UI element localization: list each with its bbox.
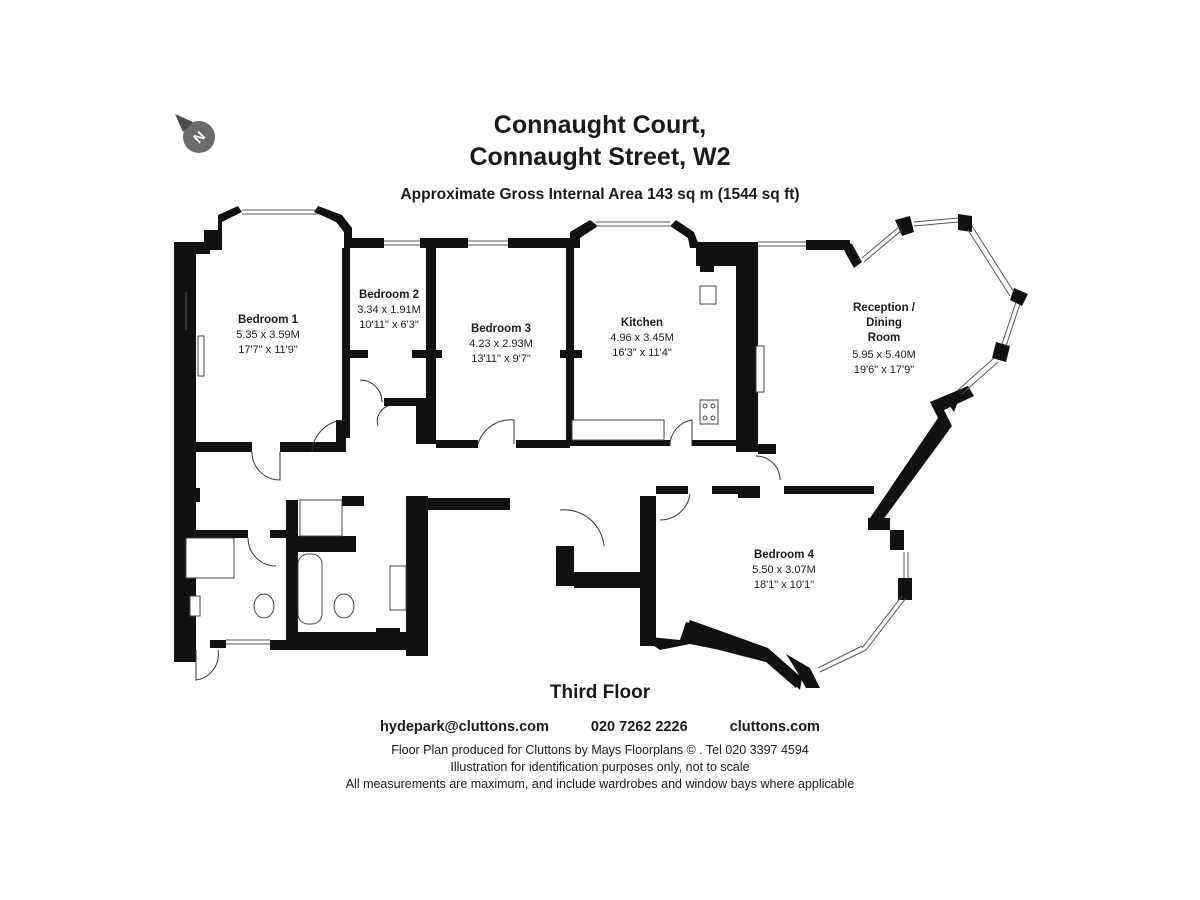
room-name-bedroom-2: Bedroom 2 (359, 289, 419, 301)
room-metric-kitchen: 4.96 x 3.45M (610, 332, 674, 344)
bath-icon (297, 553, 323, 625)
room-metric-bedroom-2: 3.34 x 1.91M (357, 304, 421, 316)
sink-icon (699, 285, 717, 305)
note-producer: Floor Plan produced for Cluttons by Mays… (391, 743, 809, 757)
kitchen-counter (571, 419, 665, 441)
hob-icon (699, 399, 719, 425)
title-line-1: Connaught Court, (493, 111, 707, 139)
room-imperial-bedroom-3: 13'11" x 9'7" (471, 353, 531, 365)
room-imperial-bedroom-2: 10'11" x 6'3" (359, 319, 419, 331)
contact-website-link[interactable]: cluttons.com (729, 719, 820, 735)
floor-label: Third Floor (549, 682, 651, 703)
doors (195, 379, 781, 681)
note-illustration: Illustration for identification purposes… (450, 760, 750, 774)
windows (185, 209, 1021, 673)
room-labels: Bedroom 1 5.35 x 3.59M 17'7" x 11'9" Bed… (236, 289, 916, 591)
room-imperial-bedroom-4: 18'1" x 10'1" (754, 579, 814, 591)
room-name-reception-line-3: Room (868, 332, 901, 344)
room-imperial-kitchen: 16'3" x 11'4" (612, 347, 672, 359)
room-name-reception-line-1: Reception / (853, 302, 916, 314)
shower-icon (299, 499, 343, 537)
toilet-icon (253, 593, 275, 619)
room-name-reception-line-2: Dining (866, 317, 902, 329)
basin-icon (389, 565, 407, 611)
room-imperial-reception: 19'6" x 17'9" (854, 364, 914, 376)
note-measurements: All measurements are maximum, and includ… (345, 777, 855, 791)
room-metric-reception: 5.95 x 5.40M (852, 349, 916, 361)
contact-email-link[interactable]: hydepark@cluttons.com (380, 719, 549, 735)
gross-internal-area: Approximate Gross Internal Area 143 sq m… (400, 186, 800, 203)
room-name-bedroom-4: Bedroom 4 (754, 549, 815, 561)
basin-icon (189, 595, 201, 617)
radiator-icon (755, 345, 765, 393)
title-line-2: Connaught Street, W2 (469, 143, 731, 171)
room-name-kitchen: Kitchen (621, 317, 663, 329)
shower-tray-icon (185, 537, 235, 579)
radiator-icon (197, 335, 205, 377)
room-name-bedroom-3: Bedroom 3 (471, 323, 531, 335)
room-metric-bedroom-3: 4.23 x 2.93M (469, 338, 533, 350)
north-compass-icon: N (175, 114, 215, 153)
room-metric-bedroom-4: 5.50 x 3.07M (752, 564, 816, 576)
fixtures (185, 285, 765, 625)
room-metric-bedroom-1: 5.35 x 3.59M (236, 329, 300, 341)
room-name-bedroom-1: Bedroom 1 (238, 314, 299, 326)
contact-line: hydepark@cluttons.com 020 7262 2226 clut… (0, 719, 1200, 735)
toilet-icon (333, 593, 355, 619)
room-imperial-bedroom-1: 17'7" x 11'9" (238, 344, 298, 356)
contact-phone: 020 7262 2226 (590, 719, 688, 735)
